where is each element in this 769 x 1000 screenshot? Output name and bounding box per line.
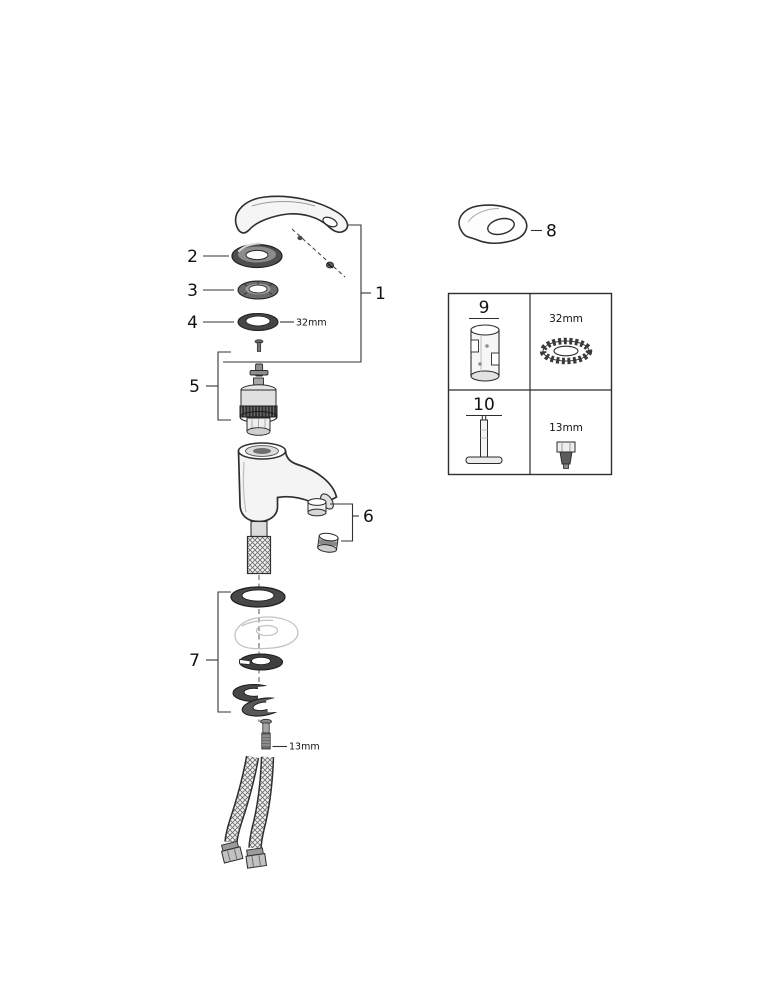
fixing-ring (237, 280, 279, 300)
callout-6: 6 (363, 507, 374, 527)
handle-assembly (234, 195, 349, 278)
handle-screw (325, 261, 334, 269)
callout-2: 2 (187, 247, 198, 267)
spare-handle (458, 204, 528, 245)
dimension-screw: 13mm (272, 742, 320, 753)
service-parts-box: 9 32mm 10 (447, 292, 613, 476)
callout-2-leader: 2 (187, 247, 229, 267)
base-gasket (230, 586, 286, 608)
callout-3: 3 (187, 281, 198, 301)
callout-9: 9 (479, 298, 490, 318)
seal-ring-32mm (237, 312, 279, 332)
callout-8-leader: 8 (531, 222, 557, 242)
callout-4: 4 (187, 313, 198, 333)
cartridge-tool (470, 324, 500, 382)
dimension-13mm-label: 13mm (289, 742, 320, 753)
dimension-seal-ring: 32mm (280, 318, 327, 329)
toothed-ring-32mm (539, 337, 593, 365)
cell-tool-9: 9 (469, 298, 500, 382)
box-dimension-32mm: 32mm (549, 313, 583, 325)
mounting-tool (465, 416, 503, 464)
callout-8: 8 (546, 222, 557, 242)
aerator-insert (317, 532, 339, 553)
callout-1-bracket: 1 (223, 224, 386, 363)
callout-3-leader: 3 (187, 281, 234, 301)
callout-4-leader: 4 (187, 313, 234, 333)
supply-hoses (220, 755, 275, 869)
box-dimension-13mm: 13mm (549, 422, 583, 434)
mounting-claw-lower (241, 694, 289, 717)
callout-10: 10 (473, 395, 495, 415)
faucet-body (237, 442, 338, 523)
mounting-bracket-ghost (234, 616, 299, 650)
mounting-screw (260, 718, 272, 750)
callout-5: 5 (189, 377, 200, 397)
hose-nut-right (245, 847, 267, 869)
supply-hose-upper (246, 535, 272, 575)
cartridge (239, 377, 278, 436)
handle-screw-small (297, 235, 303, 241)
handle-loop-hole (322, 216, 338, 228)
callout-6-bracket: 6 (330, 503, 374, 542)
faucet-shank (246, 520, 272, 575)
faucet-handle (234, 195, 349, 234)
dimension-32mm-label: 32mm (296, 318, 327, 329)
cell-tool-10: 10 (465, 395, 503, 464)
cartridge-stem (249, 363, 269, 377)
hose-nut-left (220, 840, 244, 864)
callout-7-bracket: 7 (189, 591, 231, 713)
cell-adapter-13mm: 13mm (549, 422, 583, 469)
adapter-13mm (556, 441, 576, 469)
slotted-washer (238, 653, 284, 671)
mounting-claw-upper (232, 683, 278, 703)
cap-ring (231, 242, 283, 269)
handle-highlight (251, 201, 316, 207)
callout-5-bracket: 5 (189, 351, 231, 421)
aerator-housing (307, 498, 327, 517)
callout-1: 1 (375, 284, 386, 304)
screw-axis-dashed (291, 228, 346, 278)
callout-7: 7 (189, 651, 200, 671)
cell-ring-32mm: 32mm (539, 313, 593, 365)
cartridge-screw (254, 339, 264, 352)
